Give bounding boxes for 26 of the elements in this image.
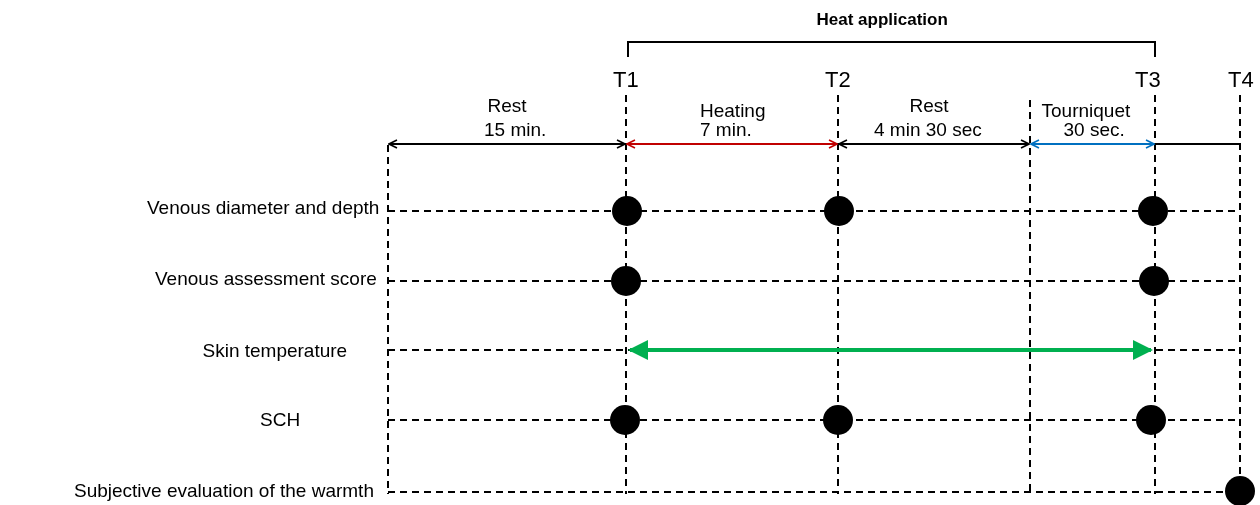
row-label: SCH xyxy=(260,409,301,431)
duration-label: 7 min. xyxy=(700,119,752,141)
phase-label: Rest xyxy=(909,95,949,117)
marker-dot xyxy=(1136,405,1166,435)
duration-label: 4 min 30 sec xyxy=(874,119,982,141)
row-label: Subjective evaluation of the warmth xyxy=(74,480,374,502)
time-point-label: T4 xyxy=(1228,68,1254,93)
marker-dot xyxy=(612,196,642,226)
marker-dot xyxy=(824,196,854,226)
marker-dot xyxy=(1225,476,1255,505)
marker-dot xyxy=(611,266,641,296)
marker-dot xyxy=(610,405,640,435)
phase-label: Rest xyxy=(487,95,527,117)
marker-dot xyxy=(1138,196,1168,226)
row-label: Venous diameter and depth xyxy=(147,197,380,219)
heading: Heat application xyxy=(816,10,948,30)
duration-label: 15 min. xyxy=(484,119,547,141)
marker-dot xyxy=(823,405,853,435)
row-label: Skin temperature xyxy=(202,340,348,362)
phase-label: Tourniquet xyxy=(1041,100,1131,122)
time-point-label: T3 xyxy=(1135,68,1161,93)
row-label: Venous assessment score xyxy=(155,268,377,290)
phase-label: Heating xyxy=(700,100,766,122)
marker-dot xyxy=(1139,266,1169,296)
time-point-label: T2 xyxy=(825,68,851,93)
time-point-label: T1 xyxy=(613,68,639,93)
